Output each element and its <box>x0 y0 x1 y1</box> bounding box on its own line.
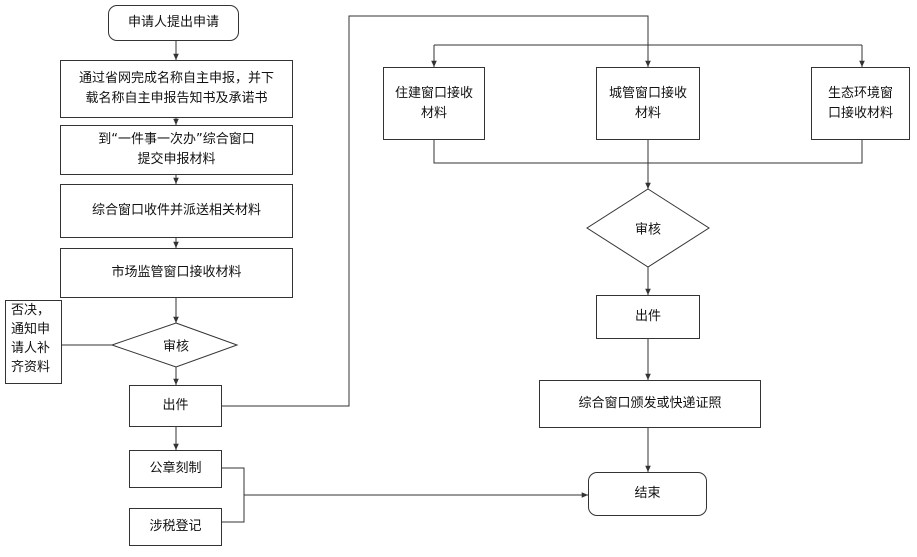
window-submit-line-1: 到“一件事一次办”综合窗口 <box>98 132 255 147</box>
review-left-diamond <box>110 322 239 368</box>
reject-line-2: 通知申 <box>11 322 51 337</box>
deliver-label: 综合窗口颁发或快递证照 <box>578 396 722 411</box>
end-node: 结束 <box>588 472 707 516</box>
urban-line-2: 材料 <box>634 105 661 121</box>
reject-node: 否决， 通知申 请人补 齐资料 <box>5 300 62 384</box>
seal-node: 公章刻制 <box>129 450 222 488</box>
eco-line-2: 口接收材料 <box>827 105 893 121</box>
eco-node: 生态环境窗 口接收材料 <box>811 67 910 140</box>
collect-dispatch-label: 综合窗口收件并派送相关材料 <box>91 203 261 218</box>
end-label: 结束 <box>634 486 661 501</box>
apply-label: 申请人提出申请 <box>127 15 219 30</box>
line-issue-to-right-branch <box>222 15 649 407</box>
name-report-line-1: 通过省网完成名称自主申报，并下 <box>78 71 274 86</box>
urban-line-1: 城管窗口接收 <box>608 85 687 101</box>
review-left-label: 审核 <box>162 339 190 355</box>
review-right-label: 审核 <box>634 222 662 238</box>
reject-line-1: 否决， <box>11 303 51 318</box>
review-right-diamond <box>586 188 710 268</box>
seal-label: 公章刻制 <box>149 461 202 476</box>
line-seal-tax-merge <box>222 467 245 523</box>
window-submit-node: 到“一件事一次办”综合窗口 提交申报材料 <box>60 125 293 175</box>
housing-line-2: 材料 <box>420 105 447 121</box>
market-receive-node: 市场监管窗口接收材料 <box>60 248 293 298</box>
tax-label: 涉税登记 <box>149 519 202 534</box>
market-receive-label: 市场监管窗口接收材料 <box>111 265 242 280</box>
eco-line-1: 生态环境窗 <box>827 85 893 101</box>
housing-line-1: 住建窗口接收 <box>394 85 473 101</box>
housing-node: 住建窗口接收 材料 <box>383 67 485 140</box>
issue-left-label: 出件 <box>162 398 189 413</box>
issue-right-node: 出件 <box>596 295 700 339</box>
deliver-node: 综合窗口颁发或快递证照 <box>539 380 761 428</box>
reject-line-4: 齐资料 <box>11 360 51 375</box>
apply-node: 申请人提出申请 <box>108 5 239 41</box>
issue-right-label: 出件 <box>634 309 661 324</box>
collect-dispatch-node: 综合窗口收件并派送相关材料 <box>60 184 293 238</box>
tax-node: 涉税登记 <box>129 508 222 546</box>
name-report-line-2: 载名称自主申报告知书及承诺书 <box>85 91 268 106</box>
issue-left-node: 出件 <box>129 385 222 427</box>
urban-node: 城管窗口接收 材料 <box>596 67 700 140</box>
name-report-node: 通过省网完成名称自主申报，并下 载名称自主申报告知书及承诺书 <box>60 60 293 118</box>
reject-line-3: 请人补 <box>11 341 51 356</box>
window-submit-line-2: 提交申报材料 <box>137 152 216 167</box>
